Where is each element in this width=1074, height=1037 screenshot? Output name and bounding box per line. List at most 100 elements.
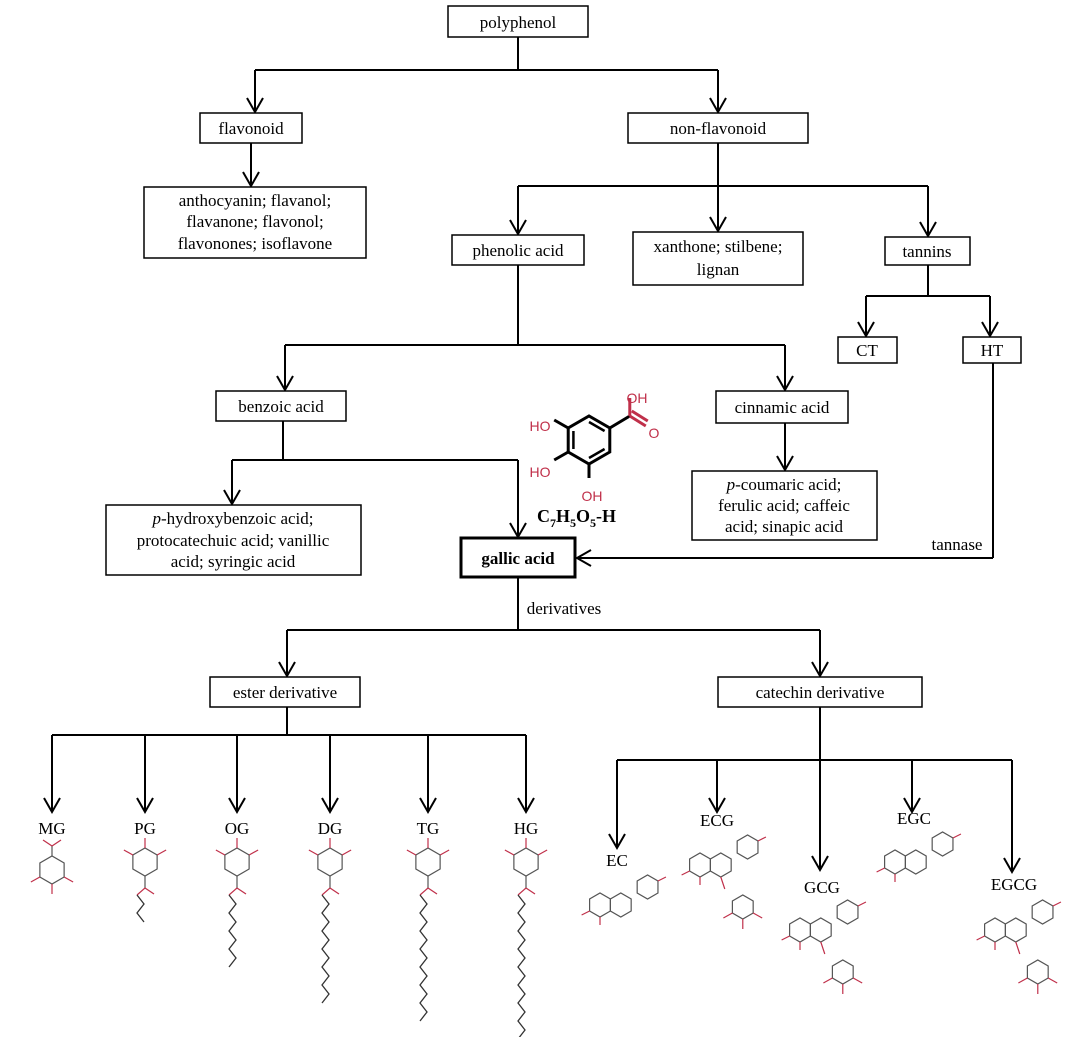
benzene-ring [809,917,832,943]
node-flavonoid: flavonoid [199,112,303,144]
alkyl-chain [517,894,526,1037]
hydroxyl-group [63,876,74,883]
hydroxyl-group [581,910,590,916]
hydroxyl-group [156,849,167,856]
arrow-head-icon [708,797,726,815]
catechin-label: GCG [804,878,840,897]
connector-arrows [43,37,1021,875]
arrow-head-icon [228,797,246,815]
node-gallic-acid: gallic acid [459,536,577,579]
svg-text:benzoic acid: benzoic acid [238,397,324,416]
arrow-head-icon [857,321,875,339]
svg-text:ester derivative: ester derivative [233,683,337,702]
arrow-head-icon [903,797,921,815]
ester-label: HG [514,819,539,838]
hydroxyl-group [248,849,259,856]
arrow-head-icon [242,171,260,189]
hydroxyl-group [757,836,767,842]
svg-text:catechin derivative: catechin derivative [756,683,885,702]
benzene-ring [789,917,811,943]
hydroxyl-group [723,912,733,919]
arrow-head-icon [981,321,999,339]
benzene-ring [931,831,954,857]
svg-text:cinnamic acid: cinnamic acid [735,398,830,417]
arrow-head-icon [419,797,437,815]
svg-text:p-coumaric acid;: p-coumaric acid; [726,475,842,494]
svg-text:OH: OH [627,390,648,406]
hydroxyl-group [781,935,790,941]
arrow-head-icon [276,375,294,393]
ester-oxygen [419,887,429,896]
svg-text:flavonoid: flavonoid [218,119,284,138]
hydroxyl-group [976,935,985,941]
node-phenolic-acid: phenolic acid [451,234,585,266]
svg-text:HT: HT [981,341,1004,360]
ester-label: TG [417,819,440,838]
catechin-label: EGC [897,809,931,828]
catechin-label: EGCG [991,875,1037,894]
hydroxyl-group [752,912,763,919]
ester-label: OG [225,819,250,838]
benzene-ring [589,892,611,918]
arrow-head-icon [776,375,794,393]
node-ct: CT [837,336,898,364]
alkyl-chain [419,894,428,1022]
ester-label: MG [38,819,65,838]
node-benzoic-types: p-hydroxybenzoic acid; protocatechuic ac… [105,504,362,576]
benzene-ring [609,892,632,918]
tannase-label: tannase [932,535,983,554]
catechin-derivative-labels: EC ECG GCG EGC EGCG [606,809,1037,897]
svg-text:HO: HO [530,418,551,434]
hydroxyl-group [537,849,548,856]
ester-oxygen [321,887,331,896]
hydroxyl-group [823,977,833,984]
carbonyl [427,887,438,895]
hydroxyl-group [406,849,417,856]
hydroxyl-group [308,849,319,856]
benzene-ring [904,849,927,875]
arrow-head-icon [517,797,535,815]
svg-text:CT: CT [856,341,878,360]
catechin-label: EC [606,851,628,870]
hydroxyl-group [1052,901,1062,907]
ester-oxygen [820,941,826,955]
svg-text:protocatechuic acid; vanillic: protocatechuic acid; vanillic [137,531,330,550]
hydroxyl-group [1047,977,1058,984]
arrow-head-icon [223,489,241,507]
arrow-head-icon [709,97,727,115]
carbonyl [144,887,155,895]
svg-text:acid; sinapic acid: acid; sinapic acid [725,517,844,536]
double-bond [588,447,606,460]
benzene-ring [224,847,250,877]
svg-text:phenolic acid: phenolic acid [472,241,564,260]
benzene-ring [636,874,659,900]
hydroxyl-group [857,901,867,907]
svg-text:flavonones; isoflavone: flavonones; isoflavone [178,234,332,253]
svg-text:xanthone; stilbene;: xanthone; stilbene; [654,237,783,256]
hydroxyl-group [341,849,352,856]
double-bond [588,420,606,433]
svg-text:O: O [649,425,660,441]
benzene-ring [317,847,343,877]
carbonyl [329,887,340,895]
hydroxyl-group [30,876,41,883]
node-cinnamic-types: p-coumaric acid; ferulic acid; caffeic a… [691,470,878,541]
benzene-ring [836,899,859,925]
arrow-head-icon [278,661,296,679]
node-benzoic-acid: benzoic acid [215,390,347,422]
arrow-head-icon [509,219,527,237]
benzene-ring [984,917,1006,943]
svg-text:flavanone; flavonol;: flavanone; flavonol; [186,212,323,231]
alkyl-chain [228,894,237,968]
svg-text:acid; syringic acid: acid; syringic acid [171,552,296,571]
node-cinnamic-acid: cinnamic acid [715,390,849,424]
benzene-ring [1026,959,1049,985]
svg-text:tannins: tannins [902,242,951,261]
hydroxyl-group [657,876,667,882]
svg-text:p-hydroxybenzoic acid;: p-hydroxybenzoic acid; [152,509,314,528]
arrow-head-icon [811,855,829,873]
catechin-label: ECG [700,811,734,830]
arrow-head-icon [574,549,592,567]
bond [553,418,569,430]
